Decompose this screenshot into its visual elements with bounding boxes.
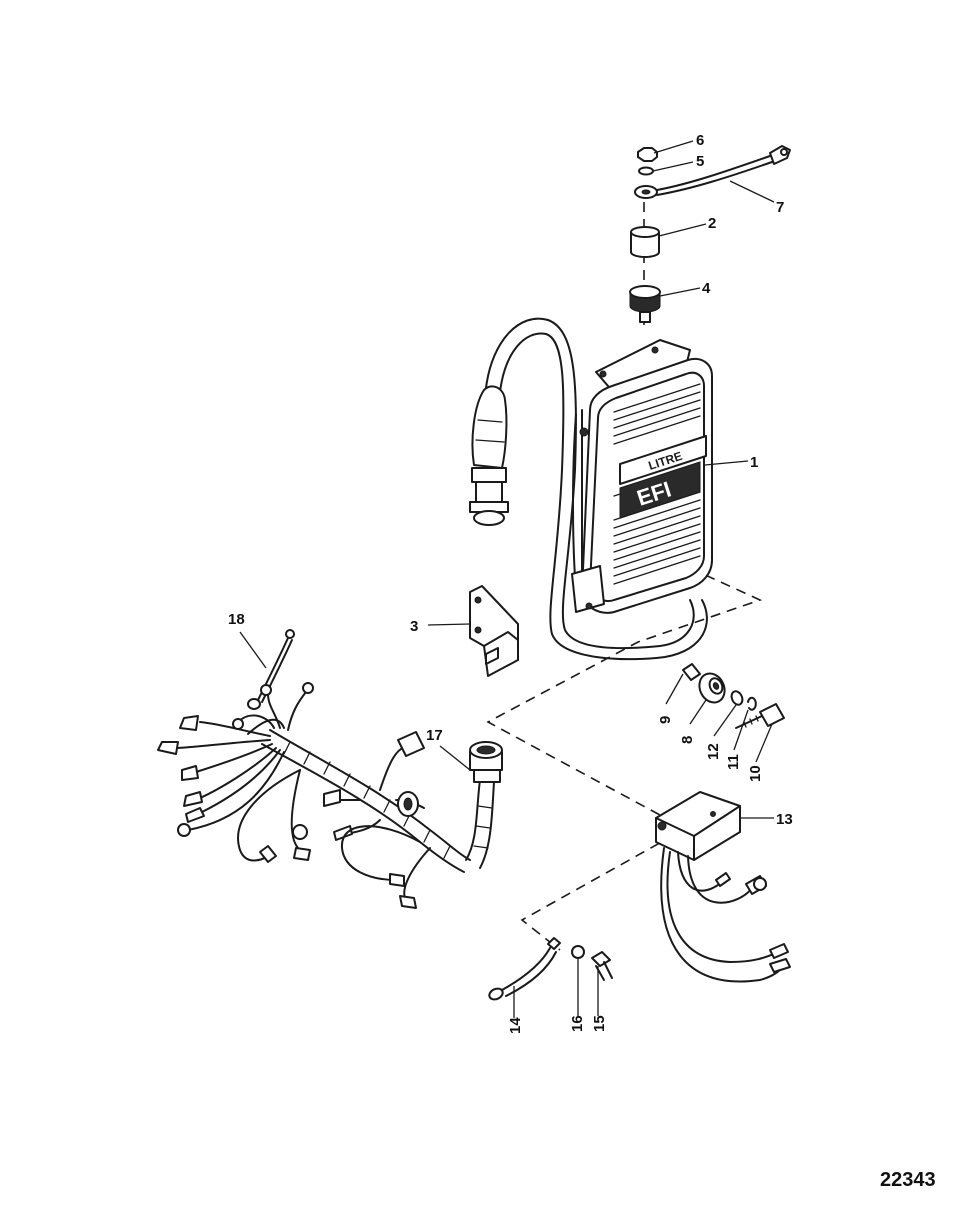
callout-1: 1 (750, 454, 758, 471)
part-9-sleeve[interactable] (682, 663, 701, 681)
callout-13: 13 (776, 811, 793, 828)
callout-labels: 6 5 7 2 4 1 3 18 17 13 9 8 12 11 10 14 1… (228, 132, 793, 1034)
part-11-lockwasher[interactable] (747, 696, 757, 711)
callout-14: 14 (507, 1017, 524, 1034)
part-3-bracket[interactable] (469, 585, 519, 677)
part-14-ground-wire[interactable] (488, 937, 561, 1001)
part-4-grommet[interactable] (629, 285, 661, 323)
part-10-screw[interactable] (735, 703, 785, 729)
part-13-module[interactable] (655, 791, 791, 983)
callout-4: 4 (702, 280, 711, 297)
callout-7: 7 (776, 199, 784, 216)
leader-lines (239, 140, 775, 1018)
part-15-screw[interactable] (591, 951, 613, 981)
callout-8: 8 (679, 736, 696, 744)
part-12-washer[interactable] (730, 690, 745, 707)
callout-2: 2 (708, 215, 716, 232)
callout-10: 10 (747, 765, 764, 782)
callout-6: 6 (696, 132, 704, 149)
part-1-efi-module[interactable]: LITRE EFI (469, 317, 713, 661)
callout-9: 9 (657, 716, 674, 724)
callout-18: 18 (228, 611, 245, 628)
callout-16: 16 (569, 1015, 586, 1032)
callout-12: 12 (705, 743, 722, 760)
callout-15: 15 (591, 1015, 608, 1032)
part-18-ground-lead[interactable] (247, 629, 295, 710)
callout-3: 3 (410, 618, 418, 635)
part-6-nut[interactable] (637, 147, 658, 162)
callout-5: 5 (696, 153, 704, 170)
callout-17: 17 (426, 727, 443, 744)
part-5-washer[interactable] (638, 166, 654, 176)
figure-number: 22343 (880, 1169, 936, 1191)
part-17-wiring-harness[interactable] (157, 682, 503, 909)
part-8-rubber-mount[interactable] (695, 669, 729, 706)
part-16-washer[interactable] (571, 945, 585, 959)
part-7-ground-strap[interactable] (634, 145, 791, 199)
callout-11: 11 (725, 754, 742, 770)
part-2-spacer[interactable] (630, 226, 660, 258)
